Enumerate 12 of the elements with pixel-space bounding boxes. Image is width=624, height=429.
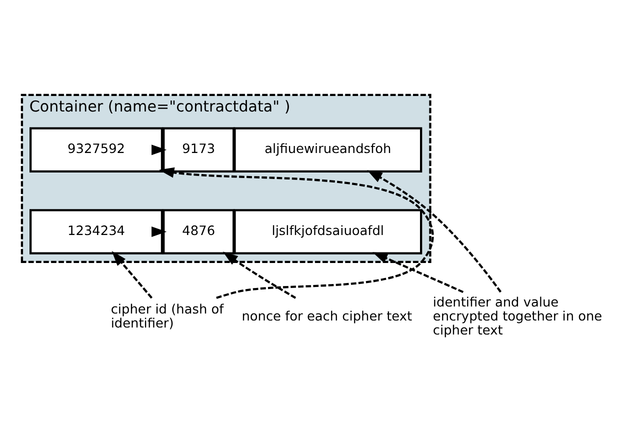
node-text: cipher id (hash of identifier) [110, 302, 224, 332]
arrow [372, 252, 464, 294]
arrow [112, 250, 153, 299]
node-box: aljfiuewirueandsfoh [234, 127, 422, 172]
arrow [367, 170, 502, 293]
arrow [158, 167, 434, 299]
node-text: nonce for each cipher text [242, 310, 412, 325]
arrow [222, 252, 296, 299]
arrow [152, 226, 167, 238]
arrow [152, 144, 167, 156]
node-text: identifier and value encrypted together in one cipher text [432, 296, 602, 339]
node-box: ljslfkjofdsaiuoafdl [234, 209, 422, 254]
